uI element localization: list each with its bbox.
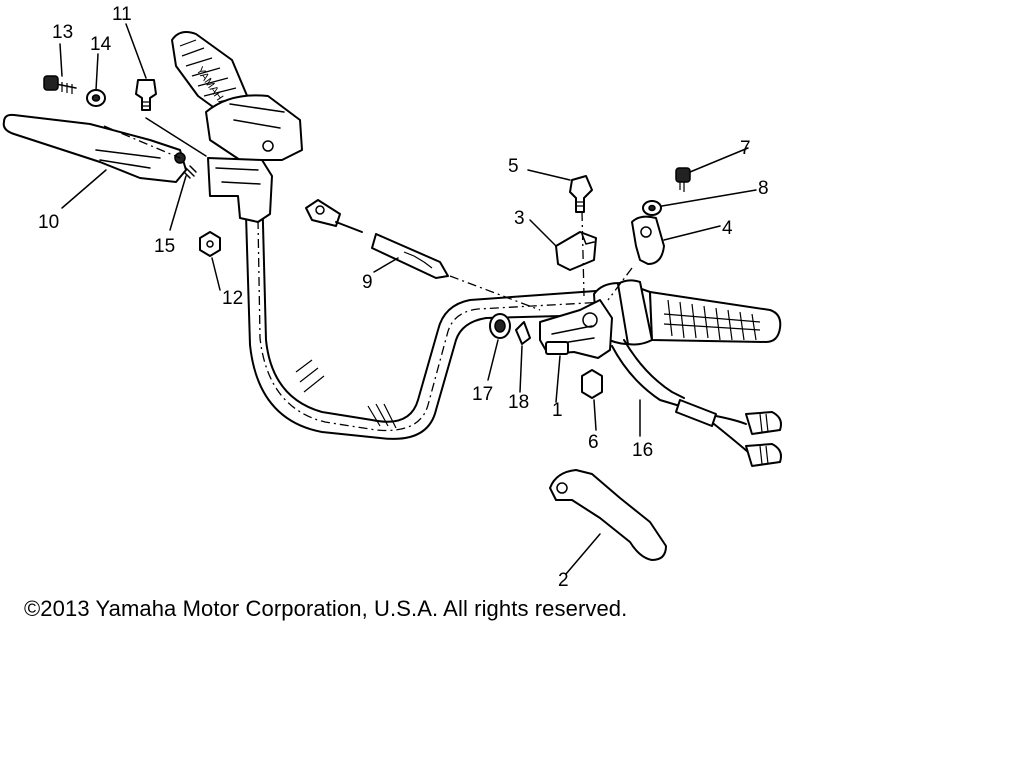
brake-switch-3 — [555, 231, 597, 271]
cable-9 — [305, 199, 541, 311]
left-switch-housing — [205, 94, 303, 161]
callout-15: 15 — [154, 236, 175, 257]
callout-1: 1 — [552, 400, 563, 421]
callout-3: 3 — [514, 208, 525, 229]
bolt-5 — [569, 175, 593, 213]
callout-8: 8 — [758, 178, 769, 199]
brake-lever — [549, 469, 667, 561]
holder-bracket-1 — [545, 341, 569, 355]
screw-7 — [675, 167, 691, 192]
clutch-lever — [2, 113, 187, 183]
callout-12: 12 — [222, 288, 243, 309]
nut-6 — [581, 369, 603, 399]
callout-10: 10 — [38, 212, 59, 233]
nut-12 — [199, 231, 221, 257]
callout-18: 18 — [508, 392, 529, 413]
callout-labels: 13 14 11 10 15 12 9 5 3 4 7 8 17 18 1 6 … — [38, 4, 769, 591]
copyright-notice: ©2013 Yamaha Motor Corporation, U.S.A. A… — [24, 596, 628, 621]
callout-11: 11 — [112, 4, 132, 25]
leader-lines — [59, 23, 757, 575]
callout-7: 7 — [740, 138, 751, 159]
wire-harness-16 — [611, 339, 782, 467]
collar-17 — [489, 313, 511, 339]
callout-4: 4 — [722, 218, 733, 239]
bolt-13 — [43, 75, 77, 94]
throttle-grip — [593, 279, 782, 346]
handlebar — [229, 179, 611, 440]
collar-14 — [86, 89, 106, 107]
washer-8 — [642, 200, 662, 216]
callout-2: 2 — [558, 570, 569, 591]
callout-16: 16 — [632, 440, 653, 461]
callout-17: 17 — [472, 384, 493, 405]
clamp-4 — [631, 215, 665, 265]
callout-5: 5 — [508, 156, 519, 177]
handlebar-parts-diagram: YAMAHA — [2, 4, 782, 591]
bolt-11 — [135, 79, 157, 111]
callout-9: 9 — [362, 272, 373, 293]
spacer-18 — [515, 321, 531, 345]
spring-15 — [183, 165, 197, 179]
clutch-lever-holder — [207, 157, 273, 223]
callout-13: 13 — [52, 22, 73, 43]
callout-6: 6 — [588, 432, 599, 453]
callout-14: 14 — [90, 34, 112, 55]
